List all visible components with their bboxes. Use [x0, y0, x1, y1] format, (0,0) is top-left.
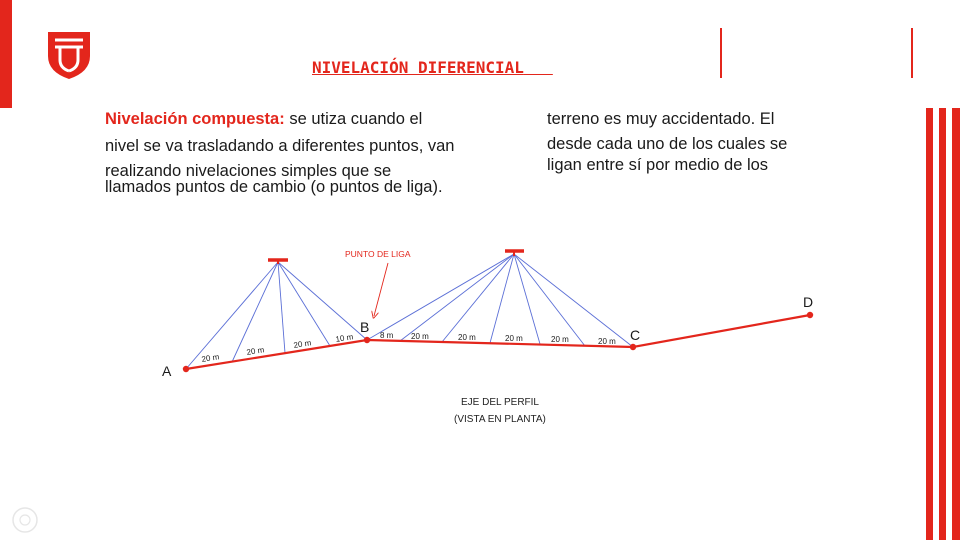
sight-line: [489, 253, 515, 344]
point-label-a: A: [162, 363, 172, 379]
right-stripe-2: [939, 108, 946, 540]
distance-label: 20 m: [598, 337, 616, 346]
divider-line-2: [911, 28, 913, 78]
point-label-b: B: [360, 319, 369, 335]
callout-label: PUNTO DE LIGA: [345, 249, 411, 259]
page-title: NIVELACIÓN DIFERENCIAL: [312, 58, 553, 77]
title-text: NIVELACIÓN DIFERENCIAL: [312, 58, 524, 77]
right-stripe-1: [926, 108, 933, 540]
sight-line: [399, 253, 515, 342]
caption-line-2: (VISTA EN PLANTA): [454, 414, 546, 425]
sight-line: [277, 261, 286, 354]
distance-label: 8 m: [380, 331, 394, 340]
paragraph-line-4: llamados puntos de cambio (o puntos de l…: [105, 178, 443, 196]
sight-line: [441, 253, 515, 343]
distance-label: 20 m: [201, 352, 220, 364]
distance-label: 10 m: [335, 332, 354, 344]
watermark-icon: [12, 507, 38, 533]
sight-lines-station-1: [185, 261, 368, 370]
profile-axis: [185, 313, 811, 371]
caption-line-1: EJE DEL PERFIL: [461, 397, 539, 408]
distance-label: 20 m: [411, 332, 429, 341]
callout-arrow: [374, 262, 389, 316]
sight-line: [513, 253, 541, 345]
paragraph-col2-line-1: terreno es muy accidentado. El: [547, 110, 775, 128]
distance-label: 20 m: [246, 345, 265, 357]
university-logo-icon: [48, 32, 90, 79]
point-c-marker: [629, 343, 637, 351]
point-a-marker: [182, 365, 190, 373]
sight-line: [366, 253, 515, 341]
paragraph-line-1-rest: se utiza cuando el: [284, 110, 423, 128]
distance-label: 20 m: [551, 335, 569, 344]
point-label-c: C: [630, 327, 640, 343]
sight-line: [277, 261, 331, 347]
paragraph-line-3: realizando nivelaciones simples que se: [105, 162, 392, 180]
distance-labels-left: 20 m 20 m 20 m 10 m: [201, 332, 354, 364]
left-accent-bar: [0, 0, 12, 108]
sight-line: [513, 253, 586, 347]
distance-label: 20 m: [458, 333, 476, 342]
instrument-icon: [505, 249, 524, 256]
paragraph-col2-line-3: ligan entre sí por medio de los: [547, 156, 769, 174]
sight-line: [231, 261, 279, 363]
paragraph-line-1: Nivelación compuesta: se utiza cuando el: [105, 109, 422, 129]
sight-lines-station-2: [366, 253, 634, 348]
instrument-icon: [268, 258, 288, 264]
sight-line: [513, 253, 634, 348]
divider-line-1: [720, 28, 722, 78]
definition-term: Nivelación compuesta:: [105, 110, 285, 128]
distance-label: 20 m: [293, 338, 312, 350]
paragraph-line-2: nivel se va trasladando a diferentes pun…: [105, 137, 455, 155]
point-d-marker: [806, 311, 814, 319]
point-b-marker: [363, 336, 371, 344]
distance-label: 20 m: [505, 334, 523, 343]
sight-line: [185, 261, 279, 370]
point-label-d: D: [803, 294, 813, 310]
distance-labels-right: 8 m 20 m 20 m 20 m 20 m 20 m: [380, 331, 616, 346]
right-stripe-3: [952, 108, 960, 540]
paragraph-col2-line-2: desde cada uno de los cuales se: [547, 135, 788, 153]
sight-line: [277, 261, 368, 341]
